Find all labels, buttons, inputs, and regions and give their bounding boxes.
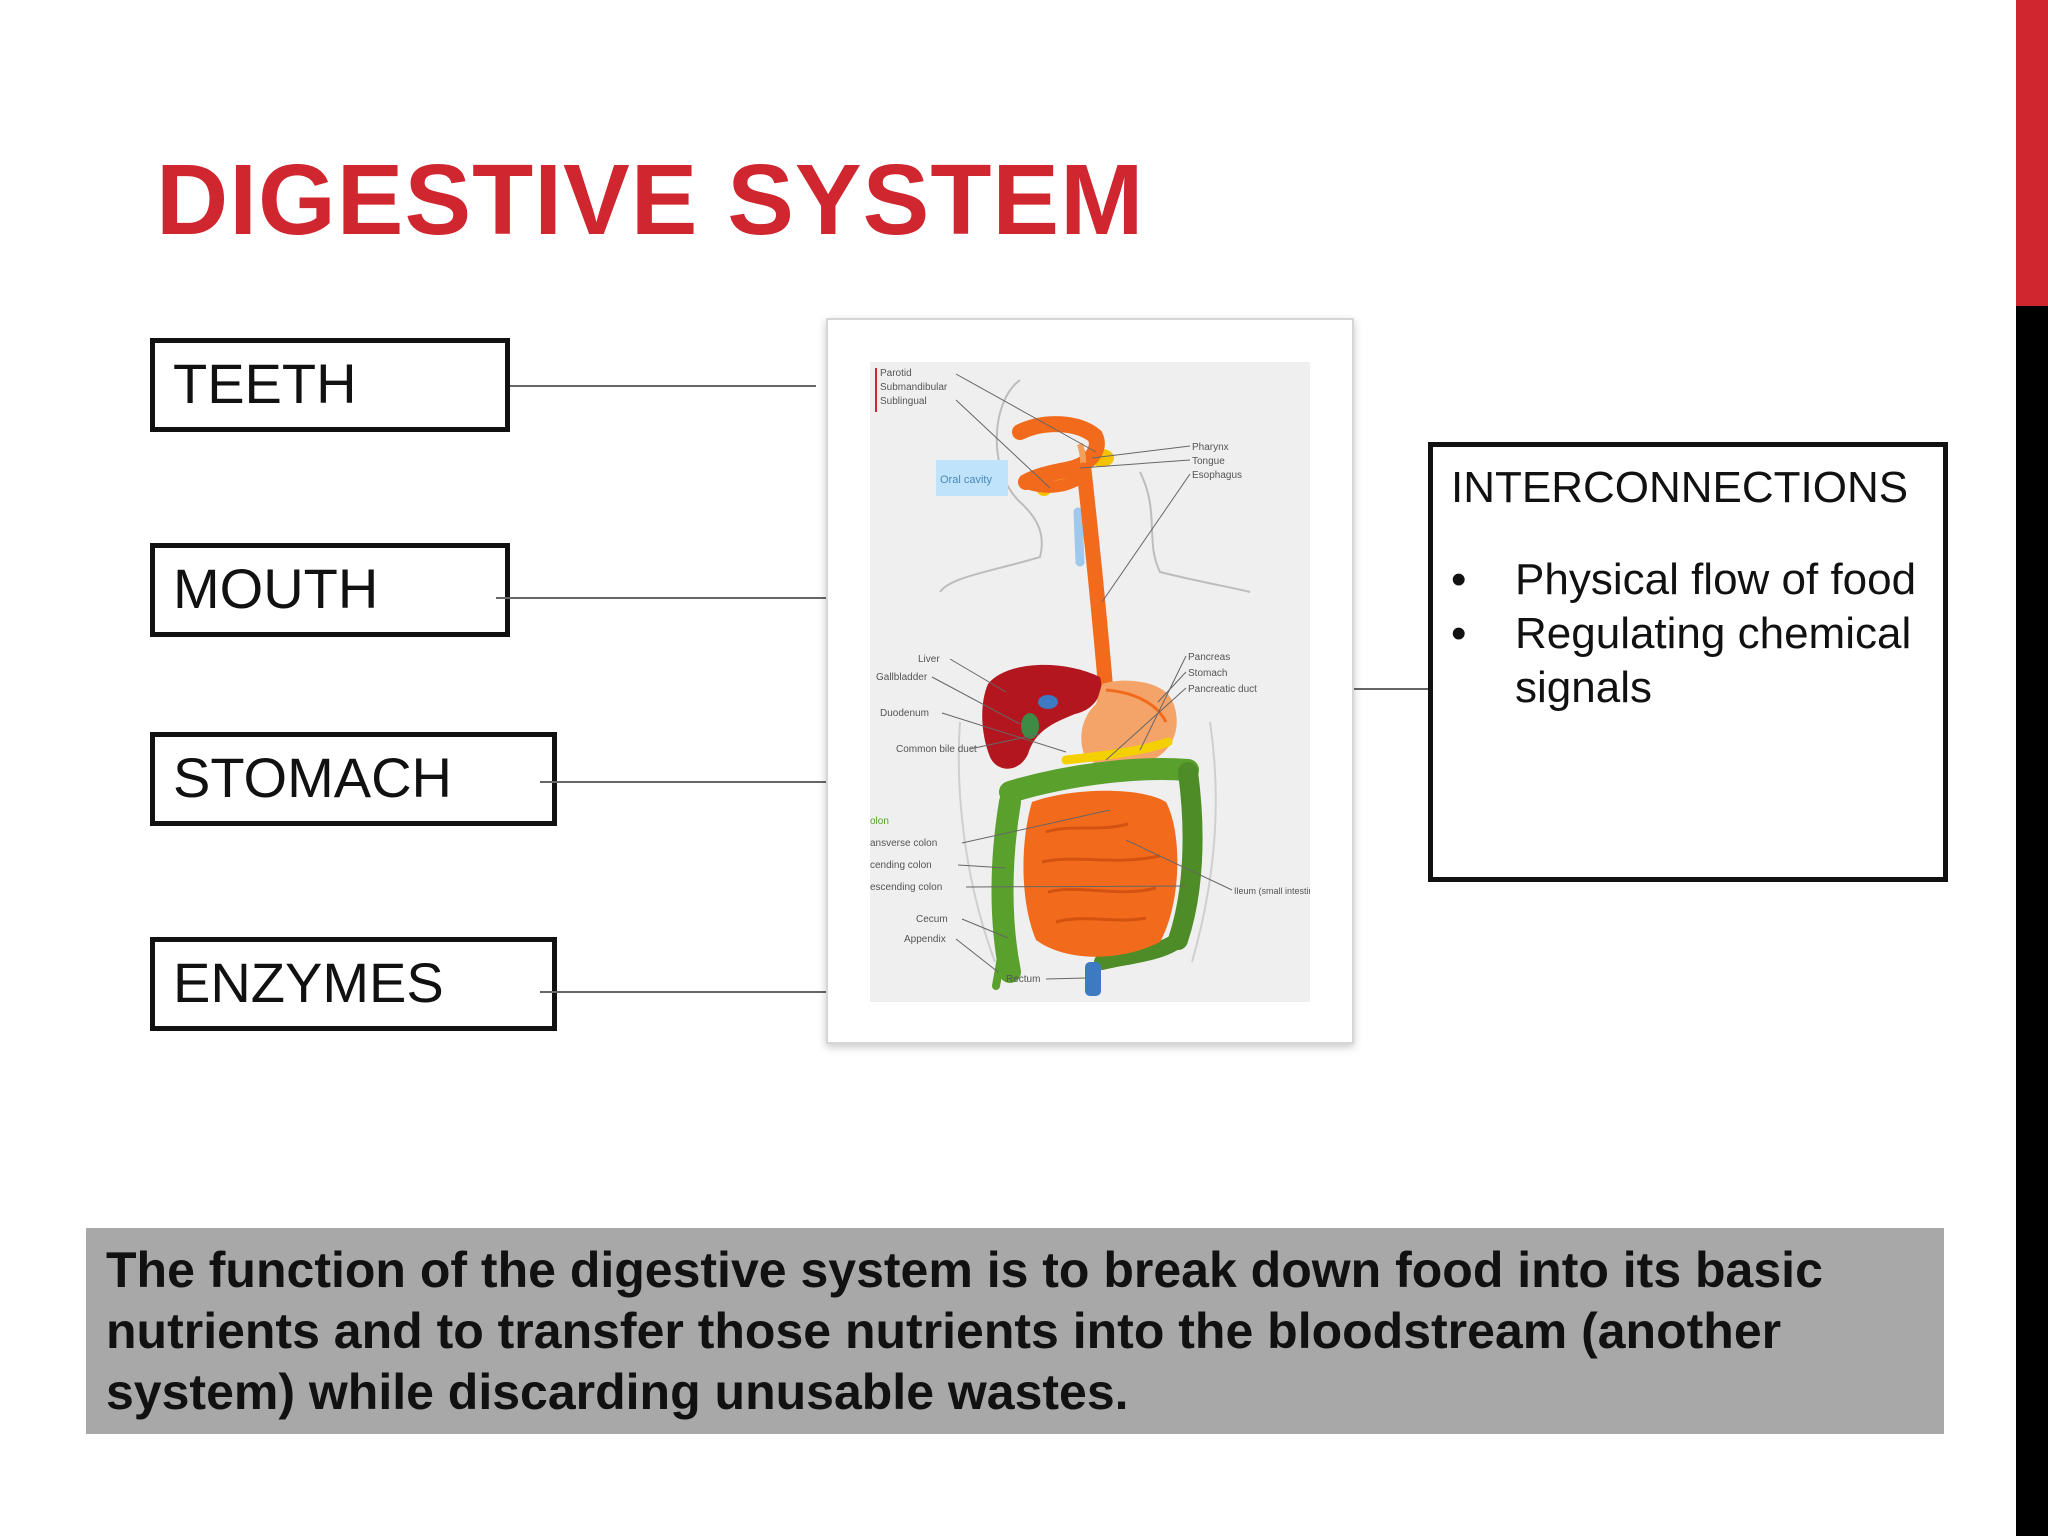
label-rectum: Rectum bbox=[1006, 974, 1040, 985]
interconnection-text: Regulating chemical signals bbox=[1515, 609, 1912, 712]
bullet-icon: • bbox=[1451, 609, 1467, 658]
label-oral-cavity: Oral cavity bbox=[940, 474, 992, 486]
slide-title: DIGESTIVE SYSTEM bbox=[156, 144, 1145, 256]
label-sublingual: Sublingual bbox=[880, 396, 927, 407]
label-esophagus: Esophagus bbox=[1192, 470, 1242, 481]
label-common-bile-duct: Common bile duct bbox=[896, 744, 977, 755]
digestive-diagram: Oral cavity bbox=[870, 362, 1310, 1002]
interconnections-box: INTERCONNECTIONS • Physical flow of food… bbox=[1428, 442, 1948, 882]
label-enzymes: ENZYMES bbox=[150, 937, 557, 1031]
label-liver: Liver bbox=[918, 654, 940, 665]
summary-text: The function of the digestive system is … bbox=[86, 1228, 1944, 1434]
label-pancreas: Pancreas bbox=[1188, 652, 1230, 663]
accent-bar-red bbox=[2016, 0, 2048, 306]
label-duodenum: Duodenum bbox=[880, 708, 929, 719]
interconnections-title: INTERCONNECTIONS bbox=[1451, 463, 1909, 512]
connector-mouth bbox=[496, 597, 826, 599]
bullet-icon: • bbox=[1451, 555, 1467, 604]
interconnection-item: • Physical flow of food bbox=[1451, 553, 1925, 607]
label-pancreatic-duct: Pancreatic duct bbox=[1188, 684, 1257, 695]
label-appendix: Appendix bbox=[904, 934, 946, 945]
label-submandibular: Submandibular bbox=[880, 382, 948, 393]
label-colon: olon bbox=[870, 816, 889, 827]
label-teeth: TEETH bbox=[150, 338, 510, 432]
label-stomach: STOMACH bbox=[150, 732, 557, 826]
connector-stomach bbox=[540, 781, 826, 783]
label-cecum: Cecum bbox=[916, 914, 948, 925]
label-transverse-colon: ansverse colon bbox=[870, 838, 937, 849]
connector-enzymes bbox=[540, 991, 826, 993]
connector-teeth bbox=[510, 385, 816, 387]
label-ascending-colon: cending colon bbox=[870, 860, 932, 871]
label-pharynx: Pharynx bbox=[1192, 442, 1229, 453]
digestive-diagram-figure: Oral cavity bbox=[826, 318, 1354, 1044]
label-descending-colon: escending colon bbox=[870, 882, 942, 893]
label-tongue: Tongue bbox=[1192, 456, 1225, 467]
label-mouth: MOUTH bbox=[150, 543, 510, 637]
label-ileum: Ileum (small intestine) bbox=[1234, 886, 1310, 896]
interconnection-item: • Regulating chemical signals bbox=[1451, 607, 1925, 715]
connector-interconnections bbox=[1350, 688, 1428, 690]
accent-bar-black bbox=[2016, 306, 2048, 1536]
label-gallbladder: Gallbladder bbox=[876, 672, 928, 683]
label-stomach-organ: Stomach bbox=[1188, 668, 1227, 679]
interconnection-text: Physical flow of food bbox=[1515, 555, 1917, 604]
label-parotid: Parotid bbox=[880, 368, 912, 379]
interconnections-list: • Physical flow of food • Regulating che… bbox=[1451, 553, 1925, 715]
